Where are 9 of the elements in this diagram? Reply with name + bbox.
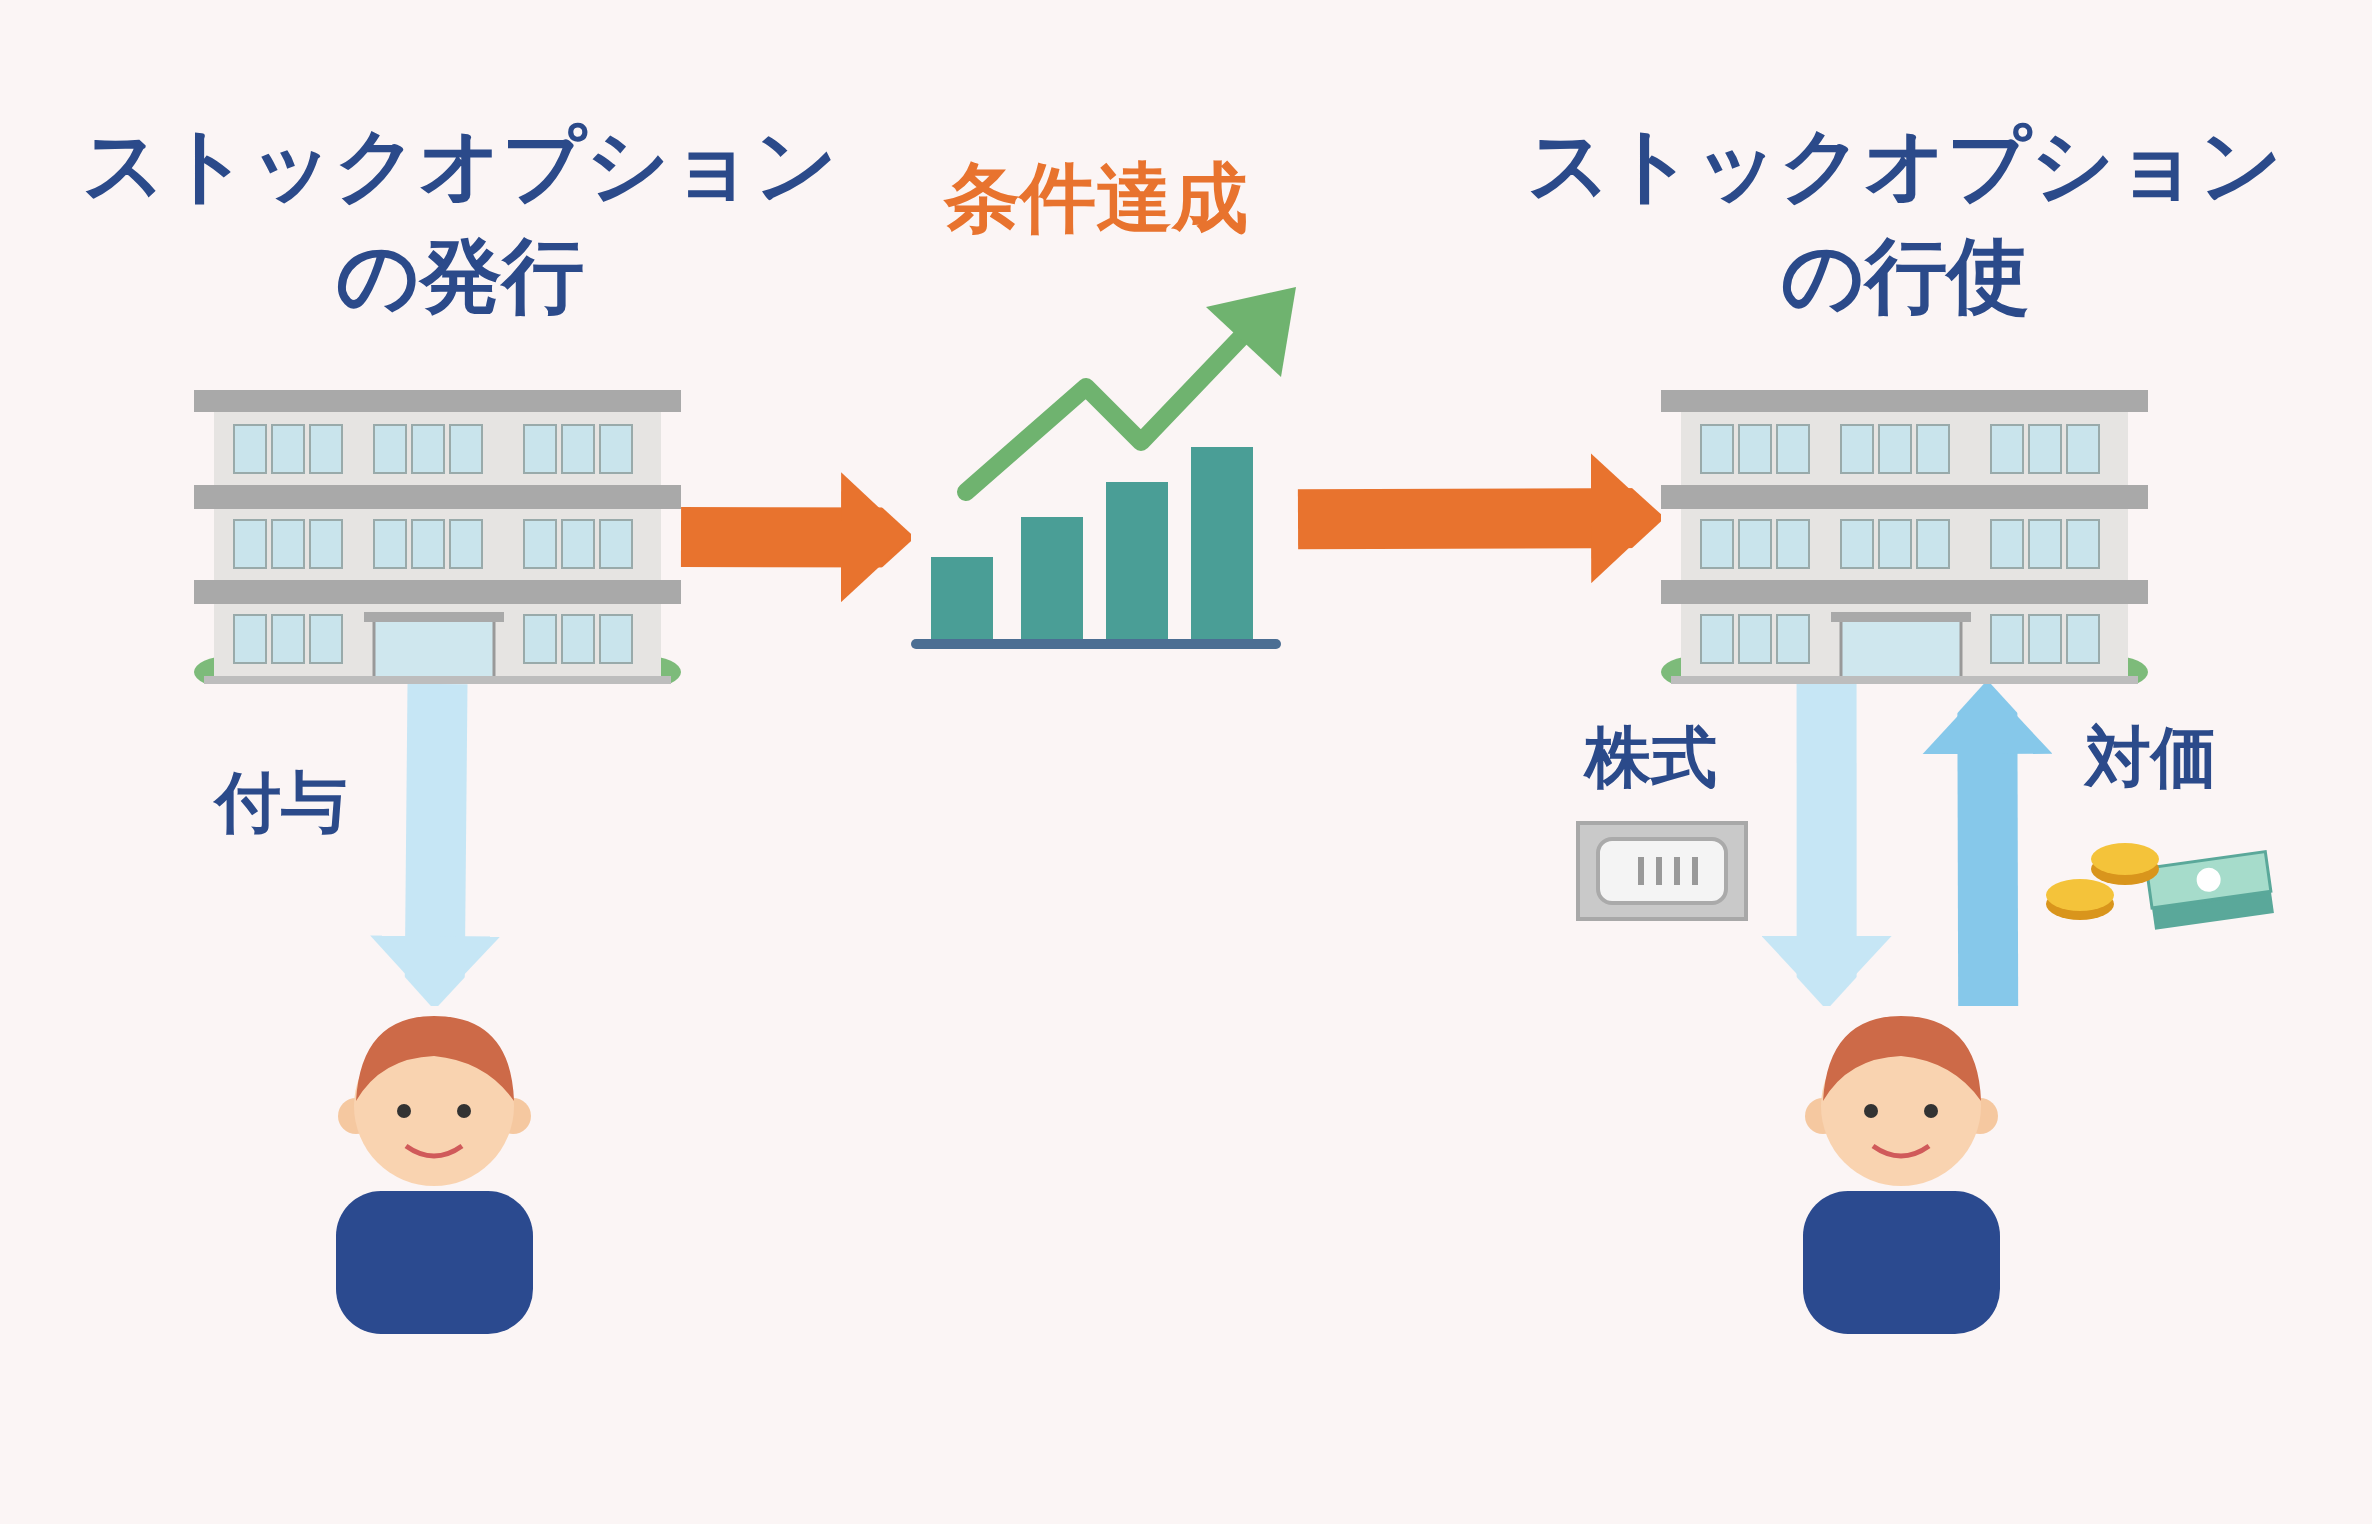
condition-caption: 条件達成	[942, 152, 1249, 244]
edge-label: 株式	[1585, 725, 1717, 791]
edge-label: 付与	[215, 770, 347, 836]
block-arrow	[1297, 453, 1662, 584]
heading-text: ストックオプションの発行	[81, 116, 839, 325]
block-arrow	[1761, 684, 1892, 1006]
block-arrow	[1922, 683, 2053, 1007]
block-arrow	[680, 472, 912, 603]
heading-text: ストックオプションの行使	[1526, 116, 2284, 325]
